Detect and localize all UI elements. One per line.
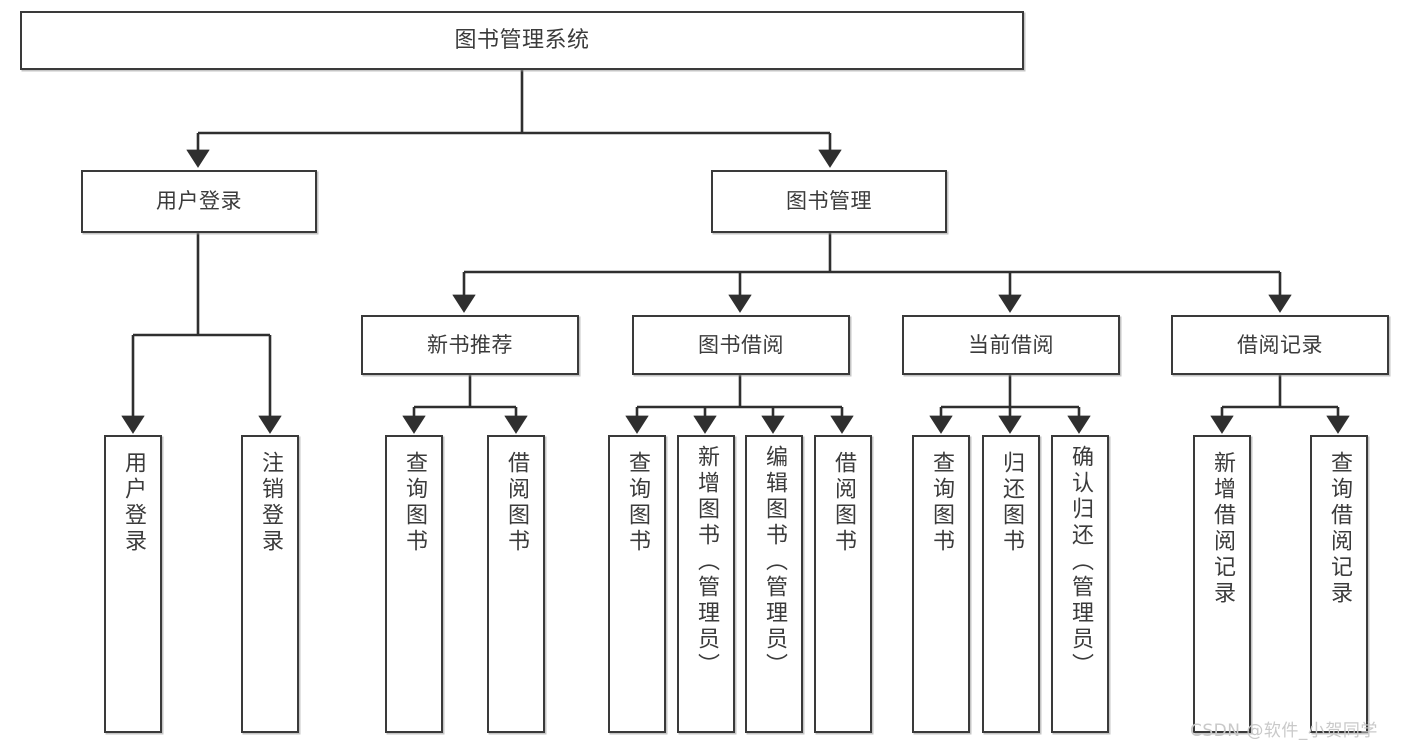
- node-book-management[interactable]: 图书管理: [711, 170, 947, 233]
- node-label: 用户登录: [156, 189, 242, 213]
- node-label: 查询图书: [402, 451, 427, 555]
- node-root-system[interactable]: 图书管理系统: [20, 11, 1024, 70]
- leaf-book-borrow-borrow[interactable]: 借阅图书: [814, 435, 872, 733]
- node-label: 借阅图书: [504, 451, 529, 555]
- node-borrow-record[interactable]: 借阅记录: [1171, 315, 1389, 375]
- node-book-borrow[interactable]: 图书借阅: [632, 315, 850, 375]
- node-label: 借阅图书: [831, 451, 856, 555]
- csdn-watermark: CSDN @软件_小贺同学: [1190, 721, 1378, 741]
- leaf-new-book-borrow[interactable]: 借阅图书: [487, 435, 545, 733]
- node-label: 新增借阅记录: [1210, 451, 1235, 607]
- node-current-borrow[interactable]: 当前借阅: [902, 315, 1120, 375]
- leaf-current-borrow-return[interactable]: 归还图书: [982, 435, 1040, 733]
- leaf-book-borrow-edit[interactable]: 编辑图书（管理员）: [745, 435, 803, 733]
- leaf-borrow-record-add[interactable]: 新增借阅记录: [1193, 435, 1251, 733]
- node-label: 图书管理系统: [454, 27, 590, 53]
- node-label: 新增图书（管理员）: [694, 445, 719, 679]
- node-user-login[interactable]: 用户登录: [81, 170, 317, 233]
- node-label: 当前借阅: [968, 332, 1054, 357]
- node-new-book-recommend[interactable]: 新书推荐: [361, 315, 579, 375]
- leaf-new-book-query[interactable]: 查询图书: [385, 435, 443, 733]
- leaf-current-borrow-query[interactable]: 查询图书: [912, 435, 970, 733]
- node-label: 查询借阅记录: [1327, 451, 1352, 607]
- node-label: 确认归还（管理员）: [1068, 445, 1093, 679]
- leaf-book-borrow-query[interactable]: 查询图书: [608, 435, 666, 733]
- leaf-user-login-logout[interactable]: 注销登录: [241, 435, 299, 733]
- node-label: 图书管理: [786, 189, 872, 213]
- node-label: 编辑图书（管理员）: [762, 445, 787, 679]
- node-label: 注销登录: [258, 451, 283, 555]
- node-label: 查询图书: [929, 451, 954, 555]
- node-label: 图书借阅: [698, 332, 784, 357]
- node-label: 归还图书: [999, 451, 1024, 555]
- node-label: 新书推荐: [427, 332, 513, 357]
- node-label: 查询图书: [625, 451, 650, 555]
- leaf-borrow-record-query[interactable]: 查询借阅记录: [1310, 435, 1368, 733]
- leaf-user-login-login[interactable]: 用户登录: [104, 435, 162, 733]
- node-label: 用户登录: [121, 451, 146, 555]
- node-label: 借阅记录: [1237, 332, 1323, 357]
- leaf-book-borrow-add[interactable]: 新增图书（管理员）: [677, 435, 735, 733]
- leaf-current-borrow-confirm-return[interactable]: 确认归还（管理员）: [1051, 435, 1109, 733]
